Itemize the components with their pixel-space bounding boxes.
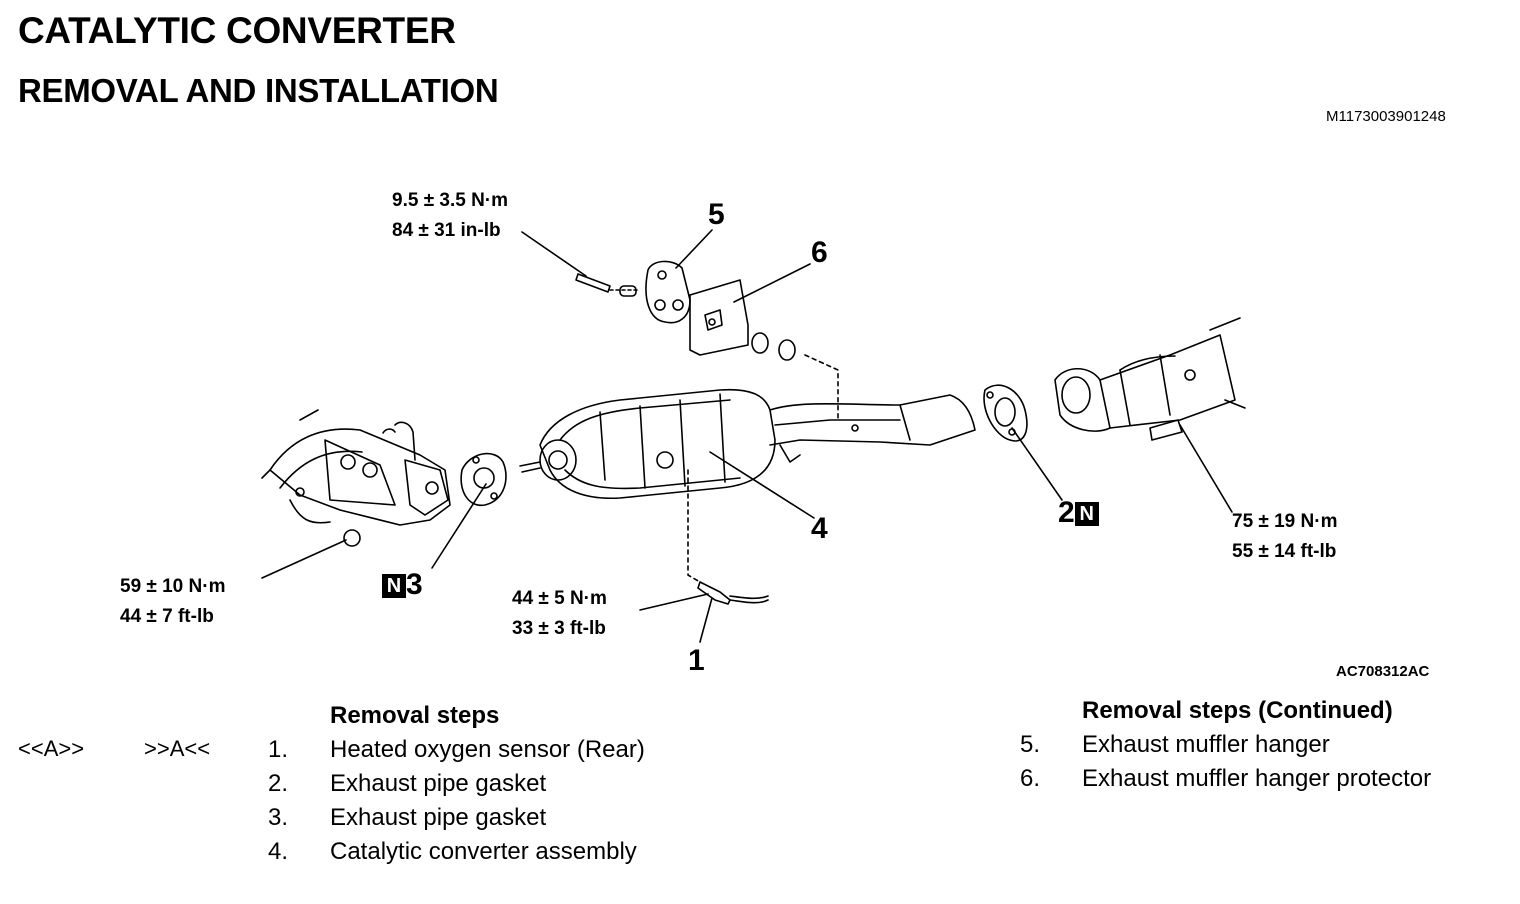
document-id: M1173003901248 xyxy=(1326,108,1446,125)
list-item: 3.Exhaust pipe gasket xyxy=(268,804,547,831)
n-badge: N xyxy=(1074,502,1099,527)
removal-mark: <<A>> xyxy=(18,736,85,761)
callout-5: 5 xyxy=(708,198,725,231)
list-item: 4.Catalytic converter assembly xyxy=(268,838,637,865)
flange-nut xyxy=(343,529,361,547)
torque-metric: 44 ± 5 N·m xyxy=(512,588,607,609)
heated-oxygen-sensor xyxy=(697,581,769,605)
removal-steps-heading: Removal steps xyxy=(330,702,500,729)
torque-label-rear-flange: 75 ± 19 N·m 55 ± 14 ft-lb xyxy=(1232,507,1337,567)
callout-1: 1 xyxy=(688,644,705,677)
front-exhaust-pipe xyxy=(261,409,451,526)
callout-6: 6 xyxy=(811,236,828,269)
list-item: 2.Exhaust pipe gasket xyxy=(268,770,547,797)
page-title: CATALYTIC CONVERTER xyxy=(18,10,456,51)
removal-steps-continued-list: 5.Exhaust muffler hanger 6.Exhaust muffl… xyxy=(1020,728,1431,796)
torque-label-front-flange: 59 ± 10 N·m 44 ± 7 ft-lb xyxy=(120,572,225,632)
list-item: 1.Heated oxygen sensor (Rear) xyxy=(268,736,645,763)
torque-imperial: 44 ± 7 ft-lb xyxy=(120,606,214,627)
installation-mark: >>A<< xyxy=(144,736,211,761)
torque-label-oxygen-sensor: 44 ± 5 N·m 33 ± 3 ft-lb xyxy=(512,584,607,644)
exhaust-pipe-gasket-2 xyxy=(983,384,1028,442)
torque-metric: 9.5 ± 3.5 N·m xyxy=(392,190,509,211)
exhaust-pipe-gasket-3 xyxy=(460,452,507,506)
torque-label-hanger-bolt: 9.5 ± 3.5 N·m 84 ± 31 in-lb xyxy=(392,186,508,246)
callout-4: 4 xyxy=(811,512,828,545)
removal-steps-list: 1.Heated oxygen sensor (Rear) 2.Exhaust … xyxy=(268,733,645,869)
torque-metric: 75 ± 19 N·m xyxy=(1232,511,1338,532)
list-item: 5.Exhaust muffler hanger xyxy=(1020,731,1330,758)
page-subtitle: REMOVAL AND INSTALLATION xyxy=(18,72,499,109)
removal-steps-continued-heading: Removal steps (Continued) xyxy=(1082,697,1393,724)
hanger-protector xyxy=(689,279,796,361)
torque-imperial: 33 ± 3 ft-lb xyxy=(512,618,606,639)
torque-imperial: 84 ± 31 in-lb xyxy=(392,220,501,241)
rear-exhaust-pipe xyxy=(1054,317,1246,441)
catalytic-converter xyxy=(519,388,976,500)
muffler-hanger xyxy=(575,260,691,324)
torque-metric: 59 ± 10 N·m xyxy=(120,576,226,597)
list-item: 6.Exhaust muffler hanger protector xyxy=(1020,765,1432,792)
torque-imperial: 55 ± 14 ft-lb xyxy=(1232,541,1337,562)
figure-id: AC708312AC xyxy=(1336,663,1430,680)
n-badge: N xyxy=(382,574,406,599)
